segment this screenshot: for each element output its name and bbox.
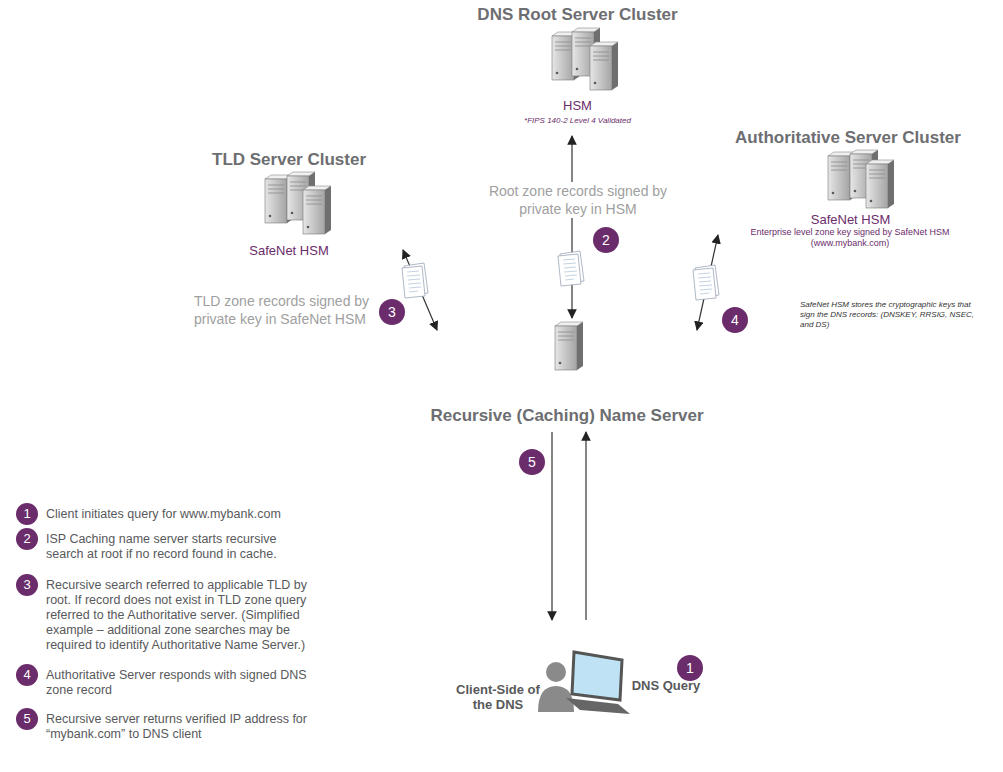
callout-number: 5 [519,449,545,475]
client-laptop [566,652,630,714]
cluster-title: Recursive (Caching) Name Server [407,406,727,426]
cluster-ellipse [437,318,697,400]
step-text: ISP Caching name server starts recursive… [46,532,316,562]
recursive-server: Recursive (Caching) Name Server [437,318,697,432]
hsm-label: SafeNet HSM [718,212,983,227]
cluster-title: TLD Server Cluster [155,150,423,170]
annotation: Root zone records signed by private key … [473,182,683,218]
step-text: Recursive search referred to applicable … [46,578,316,653]
callout-number: 2 [593,227,619,253]
flow-arrow [551,432,552,620]
hsm-label: SafeNet HSM [175,243,403,258]
root-servers [552,28,618,90]
step-number: 4 [16,664,38,686]
step-text: Recursive server returns verified IP add… [46,712,316,742]
cluster-ellipse [465,48,690,140]
authoritative-servers [828,150,894,208]
recursive-server [555,322,583,370]
note-text: *FIPS 140-2 Level 4 Validated [465,116,690,126]
callout-number: 1 [677,655,703,681]
tld-cluster: TLD Server ClusterSafeNet HSM [175,150,403,275]
step-number: 5 [16,708,38,730]
step-number: 3 [16,574,38,596]
step-number: 1 [16,503,38,525]
flow-arrow [403,250,437,330]
root-cluster: DNS Root Server ClusterHSM*FIPS 140-2 Le… [465,5,690,136]
callout-number: 3 [379,299,405,325]
cluster-title: DNS Root Server Cluster [445,5,710,25]
annotation: TLD zone records signed by private key i… [192,292,372,328]
callout-number: 4 [722,307,748,333]
tld-servers [265,172,331,234]
step-text: Authoritative Server responds with signe… [46,668,316,698]
step-number: 2 [16,528,38,550]
client-side: Client-Side of the DNSDNS Query [448,620,708,768]
cluster-title: Client-Side of the DNS [456,682,540,712]
flow-arrow [585,432,586,620]
flow-arrow [571,136,572,318]
note-text: Enterprise level zone key signed by Safe… [750,227,950,249]
hsm-label: HSM [465,98,690,113]
record-documents [402,251,719,300]
authoritative-cluster: Authoritative Server ClusterSafeNet HSME… [718,128,983,255]
cluster-ellipse [175,185,403,279]
cluster-title: Authoritative Server Cluster [708,128,988,148]
step-text: Client initiates query for www.mybank.co… [46,507,316,522]
note: SafeNet HSM stores the cryptographic key… [800,300,985,330]
client-person [538,662,574,712]
